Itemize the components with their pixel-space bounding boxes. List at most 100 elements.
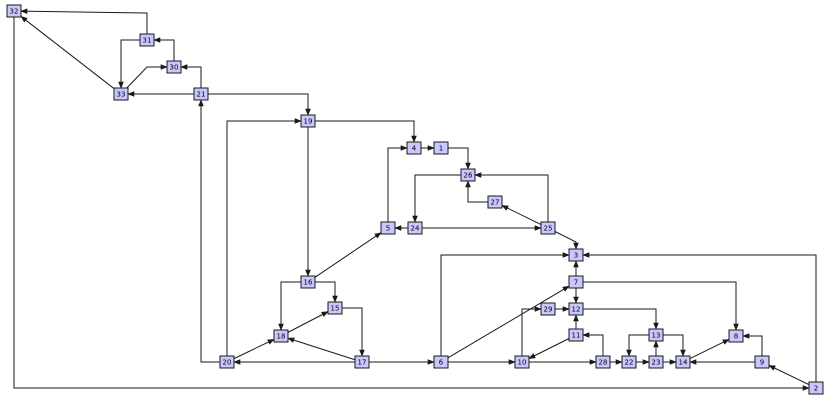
edge-21-to-19 xyxy=(208,93,311,116)
node-8[interactable]: 8 xyxy=(728,329,744,343)
node-label: 29 xyxy=(544,306,553,314)
node-30[interactable]: 30 xyxy=(166,60,182,74)
node-label: 17 xyxy=(358,359,367,367)
node-23[interactable]: 23 xyxy=(648,355,664,369)
edge-31-to-33 xyxy=(118,39,140,89)
node-box xyxy=(728,329,744,343)
node-15[interactable]: 15 xyxy=(327,301,343,315)
node-box xyxy=(139,33,155,47)
node-11[interactable]: 11 xyxy=(568,328,584,342)
node-box xyxy=(460,168,476,182)
node-18[interactable]: 18 xyxy=(273,329,289,343)
node-5[interactable]: 5 xyxy=(380,221,396,235)
edge-20-to-21 xyxy=(198,99,220,363)
node-9[interactable]: 9 xyxy=(754,355,770,369)
node-label: 28 xyxy=(599,359,608,367)
node-box xyxy=(354,355,370,369)
node-box xyxy=(621,355,637,369)
node-label: 23 xyxy=(652,359,661,367)
node-6[interactable]: 6 xyxy=(433,355,449,369)
node-box xyxy=(406,141,422,155)
node-box xyxy=(648,355,664,369)
node-19[interactable]: 19 xyxy=(300,114,316,128)
node-3[interactable]: 3 xyxy=(568,248,584,262)
node-box xyxy=(380,221,396,235)
node-label: 5 xyxy=(386,225,390,233)
node-10[interactable]: 10 xyxy=(514,355,530,369)
edge-21-to-30 xyxy=(180,64,202,88)
edge-31-to-32 xyxy=(20,8,148,34)
node-29[interactable]: 29 xyxy=(540,302,556,316)
edge-15-to-17 xyxy=(342,307,365,357)
node-label: 3 xyxy=(574,252,578,260)
node-label: 15 xyxy=(331,305,340,313)
edge-25-to-26 xyxy=(474,172,549,222)
node-box xyxy=(540,221,556,235)
edge-33-to-30 xyxy=(126,64,168,89)
node-14[interactable]: 14 xyxy=(675,355,691,369)
node-1[interactable]: 1 xyxy=(433,141,449,155)
node-21[interactable]: 21 xyxy=(193,87,209,101)
node-28[interactable]: 28 xyxy=(595,355,611,369)
edge-25-to-3 xyxy=(554,231,579,250)
node-27[interactable]: 27 xyxy=(487,195,503,209)
node-box xyxy=(433,141,449,155)
node-16[interactable]: 16 xyxy=(300,275,316,289)
edge-32-to-2 xyxy=(13,17,810,391)
node-label: 7 xyxy=(574,279,578,287)
node-label: 14 xyxy=(679,359,688,367)
edge-16-to-15 xyxy=(315,281,338,303)
edge-33-to-32 xyxy=(20,16,115,89)
edge-18-to-15 xyxy=(287,311,329,333)
node-box xyxy=(6,4,22,18)
node-box xyxy=(433,355,449,369)
node-4[interactable]: 4 xyxy=(406,141,422,155)
node-box xyxy=(648,328,664,342)
node-label: 33 xyxy=(117,91,126,99)
node-box xyxy=(808,381,824,395)
edge-30-to-31 xyxy=(153,37,175,61)
node-box xyxy=(487,195,503,209)
edge-12-to-13 xyxy=(583,308,659,330)
node-32[interactable]: 32 xyxy=(6,4,22,18)
node-label: 27 xyxy=(491,199,500,207)
node-7[interactable]: 7 xyxy=(568,275,584,289)
node-box xyxy=(166,60,182,74)
node-31[interactable]: 31 xyxy=(139,33,155,47)
node-20[interactable]: 20 xyxy=(219,355,235,369)
edge-27-to-26 xyxy=(465,180,488,203)
node-box xyxy=(273,329,289,343)
node-26[interactable]: 26 xyxy=(460,168,476,182)
edge-14-to-8 xyxy=(689,338,730,360)
node-label: 19 xyxy=(304,118,313,126)
node-label: 11 xyxy=(572,332,581,340)
node-24[interactable]: 24 xyxy=(407,221,423,235)
node-box xyxy=(327,301,343,315)
node-label: 25 xyxy=(544,225,553,233)
edge-10-to-29 xyxy=(521,306,542,356)
edge-5-to-4 xyxy=(387,145,408,222)
node-box xyxy=(407,221,423,235)
node-label: 13 xyxy=(652,332,661,340)
node-17[interactable]: 17 xyxy=(354,355,370,369)
node-label: 2 xyxy=(814,385,818,393)
node-33[interactable]: 33 xyxy=(113,87,129,101)
node-label: 1 xyxy=(439,145,443,153)
node-label: 16 xyxy=(304,279,313,287)
node-2[interactable]: 2 xyxy=(808,381,824,395)
node-12[interactable]: 12 xyxy=(568,302,584,316)
node-label: 12 xyxy=(572,306,581,314)
node-label: 22 xyxy=(625,359,634,367)
node-22[interactable]: 22 xyxy=(621,355,637,369)
edge-26-to-24 xyxy=(412,174,461,223)
node-box xyxy=(540,302,556,316)
edge-9-to-8 xyxy=(742,333,763,356)
node-box xyxy=(675,355,691,369)
edge-6-to-7 xyxy=(447,285,570,359)
node-label: 4 xyxy=(412,145,417,153)
node-label: 8 xyxy=(734,333,738,341)
node-box xyxy=(514,355,530,369)
node-25[interactable]: 25 xyxy=(540,221,556,235)
node-13[interactable]: 13 xyxy=(648,328,664,342)
